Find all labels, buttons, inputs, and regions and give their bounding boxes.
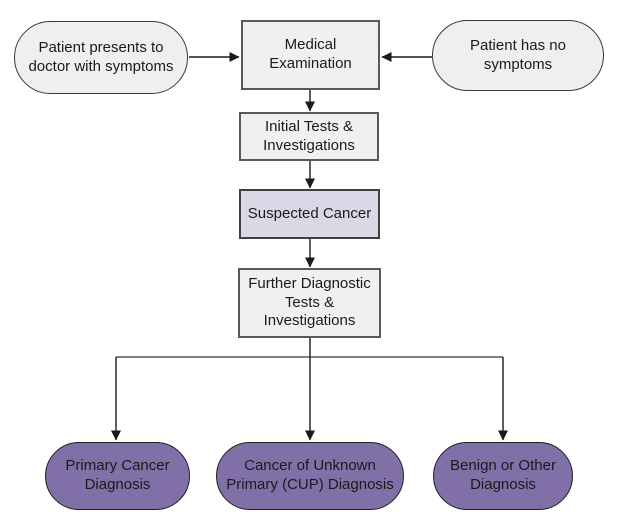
node-initial-tests: Initial Tests & Investigations: [239, 112, 379, 161]
node-medical-examination: Medical Examination: [241, 20, 380, 90]
node-primary-cancer-diagnosis: Primary Cancer Diagnosis: [45, 442, 190, 510]
node-patient-no-symptoms: Patient has no symptoms: [432, 20, 604, 91]
node-benign-other-diagnosis: Benign or Other Diagnosis: [433, 442, 573, 510]
node-further-tests: Further Diagnostic Tests & Investigation…: [238, 268, 381, 338]
node-cup-diagnosis: Cancer of Unknown Primary (CUP) Diagnosi…: [216, 442, 404, 510]
node-suspected-cancer: Suspected Cancer: [239, 189, 380, 239]
node-patient-symptoms: Patient presents to doctor with symptoms: [14, 21, 188, 94]
